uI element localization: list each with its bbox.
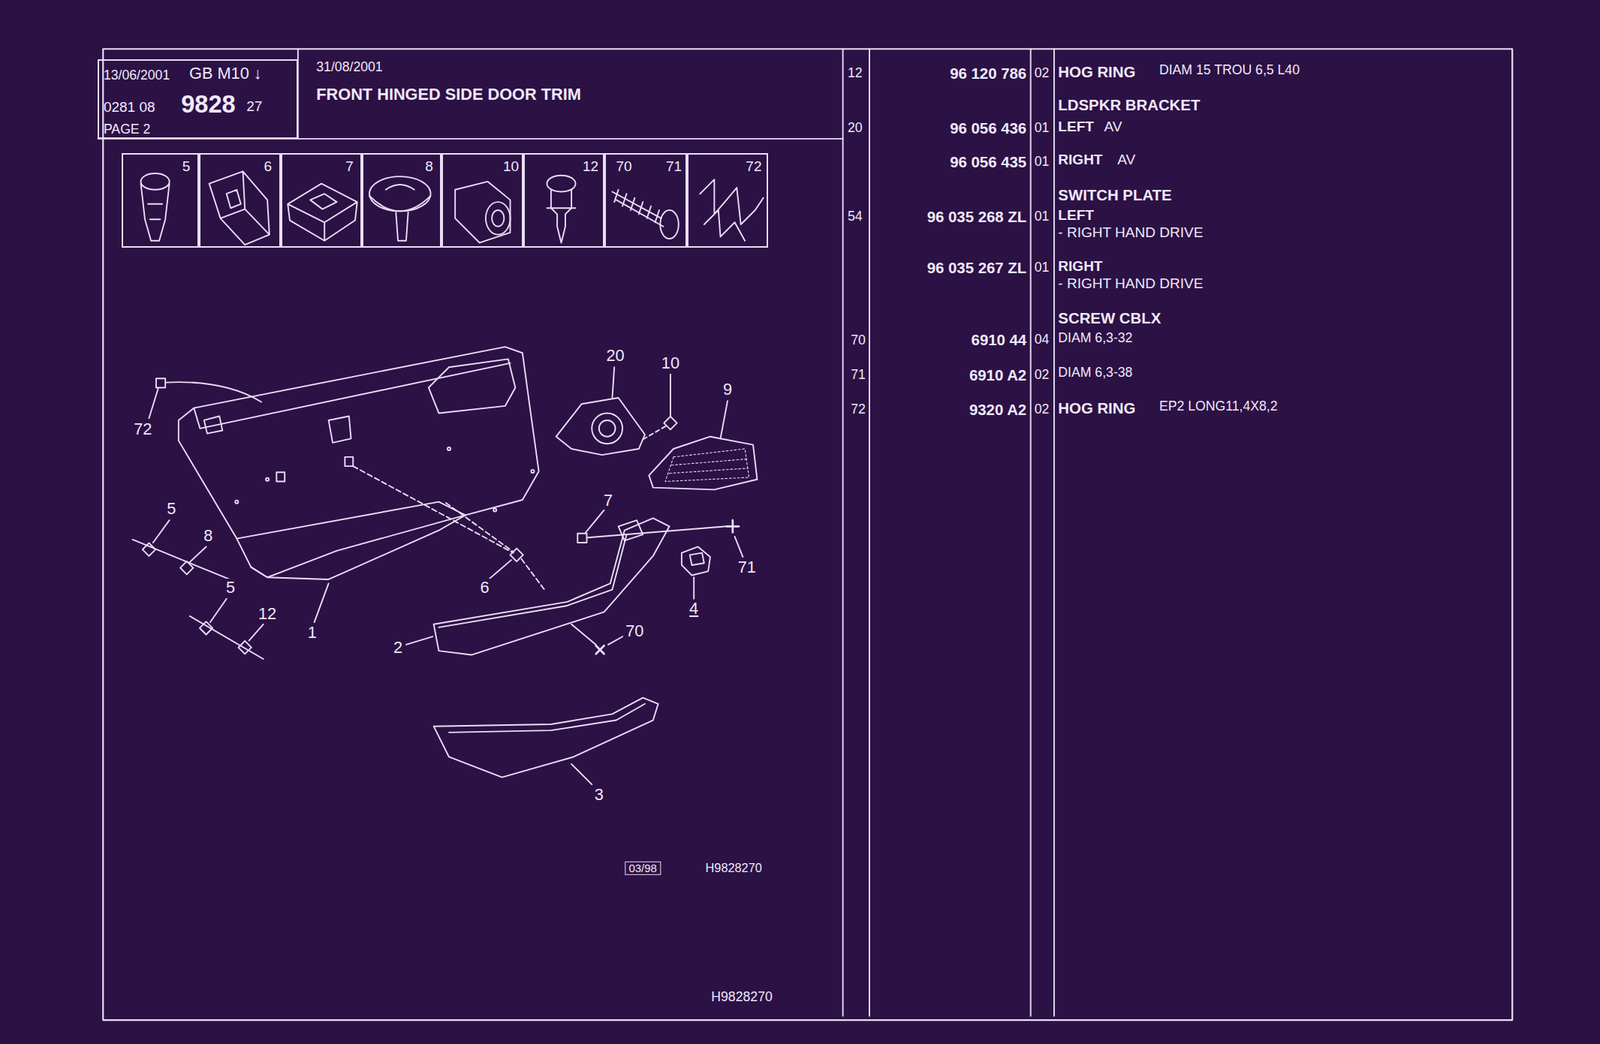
row-number: 20 <box>847 121 863 136</box>
row-number: 72 <box>850 403 866 418</box>
row-number: 54 <box>847 210 863 225</box>
part-spec: AV <box>1103 118 1122 135</box>
callout-number: 6 <box>264 159 273 175</box>
callout-number: 72 <box>745 159 762 175</box>
part-spec: DIAM 6,3-38 <box>1057 366 1133 381</box>
callout-number: 5 <box>223 578 238 597</box>
fastener-cell: 5 <box>121 153 199 248</box>
quantity: 01 <box>1034 261 1050 276</box>
header-box: 13/06/2001 GB M10 ↓ 0281 08 9828 27PAGE 2 <box>97 59 298 139</box>
row-number: 71 <box>850 367 866 383</box>
part-note: - RIGHT HAND DRIVE <box>1057 275 1203 292</box>
row-number: 70 <box>850 333 866 348</box>
callout-number: 72 <box>131 420 154 439</box>
callout-number: 5 <box>164 500 178 519</box>
fastener-cell: 6 <box>198 153 281 248</box>
quantity: 01 <box>1034 154 1050 169</box>
part-variant: LEFT <box>1057 207 1094 223</box>
fastener-cell: 12 <box>523 153 604 248</box>
date: 31/08/2001 <box>316 60 383 75</box>
quantity: 01 <box>1034 210 1050 225</box>
quantity: 04 <box>1034 332 1050 347</box>
part-number: 96 035 268 ZL <box>927 208 1028 226</box>
fastener-cell: 72 <box>687 153 769 248</box>
header-text: GB M10 ↓ <box>189 65 263 84</box>
callout-number: 71 <box>735 558 759 577</box>
part-number: 96 120 786 <box>949 65 1027 82</box>
callout-number: 8 <box>201 527 215 546</box>
callout-number: 1 <box>305 623 320 642</box>
part-number: 9320 A2 <box>969 401 1027 419</box>
callout-number: 4 <box>687 599 701 618</box>
callout-number: 2 <box>391 638 405 657</box>
callout-number: 8 <box>424 159 434 175</box>
callout-number: 10 <box>659 354 682 373</box>
fastener-cell: 70 71 <box>604 153 688 248</box>
callout-number: 70 <box>615 159 632 175</box>
callout-number: 70 <box>623 622 646 641</box>
part-name: SWITCH PLATE <box>1057 186 1172 203</box>
header-text: PAGE 2 <box>103 123 151 138</box>
header-text: 13/06/2001 <box>103 68 170 83</box>
part-number: 6910 A2 <box>969 367 1027 384</box>
page-title: FRONT HINGED SIDE DOOR TRIM <box>316 85 582 104</box>
quantity: 02 <box>1034 367 1050 383</box>
callout-number: 10 <box>503 159 519 175</box>
callout-number: 12 <box>582 159 599 175</box>
callout-number: 9 <box>720 380 735 399</box>
callout-number: 7 <box>345 159 354 175</box>
callout-number: 71 <box>665 159 682 175</box>
quantity: 01 <box>1034 121 1050 136</box>
callout-number: 5 <box>182 159 191 175</box>
part-spec: DIAM 15 TROU 6,5 L40 <box>1159 63 1300 78</box>
callout-number: 7 <box>601 491 615 510</box>
part-number: 96 056 435 <box>949 153 1027 171</box>
part-number: 6910 44 <box>971 331 1028 348</box>
part-name: SCREW CBLX <box>1057 310 1161 327</box>
quantity: 02 <box>1034 66 1050 81</box>
part-variant: RIGHT <box>1057 258 1103 275</box>
part-note: - RIGHT HAND DRIVE <box>1057 224 1203 241</box>
date-stamp: 03/98 <box>625 861 661 875</box>
drawing-ref: H9828270 <box>711 990 773 1005</box>
part-spec: AV <box>1117 152 1136 169</box>
part-name: LDSPKR BRACKET <box>1057 96 1200 114</box>
header-text: 27 <box>246 99 263 115</box>
part-number: 96 035 267 ZL <box>927 259 1028 277</box>
callout-number: 6 <box>478 578 492 597</box>
quantity: 02 <box>1034 403 1050 418</box>
part-spec: EP2 LONG11,4X8,2 <box>1159 400 1278 415</box>
fastener-cell: 10 <box>441 153 524 248</box>
header-text: 0281 08 <box>103 99 156 116</box>
header-text: 9828 <box>180 90 236 118</box>
part-variant: RIGHT <box>1057 152 1103 169</box>
part-name: HOG RING <box>1057 399 1136 416</box>
drawing-ref: H9828270 <box>705 861 763 876</box>
row-number: 12 <box>847 66 863 81</box>
fastener-cell: 8 <box>361 153 442 248</box>
callout-number: 20 <box>603 346 627 365</box>
part-number: 96 056 436 <box>949 120 1027 137</box>
part-spec: DIAM 6,3-32 <box>1057 331 1133 346</box>
fastener-cell: 7 <box>280 153 363 248</box>
callout-number: 3 <box>592 786 606 805</box>
part-name: HOG RING <box>1057 63 1136 81</box>
part-variant: LEFT <box>1057 118 1094 135</box>
callout-number: 12 <box>256 605 279 624</box>
